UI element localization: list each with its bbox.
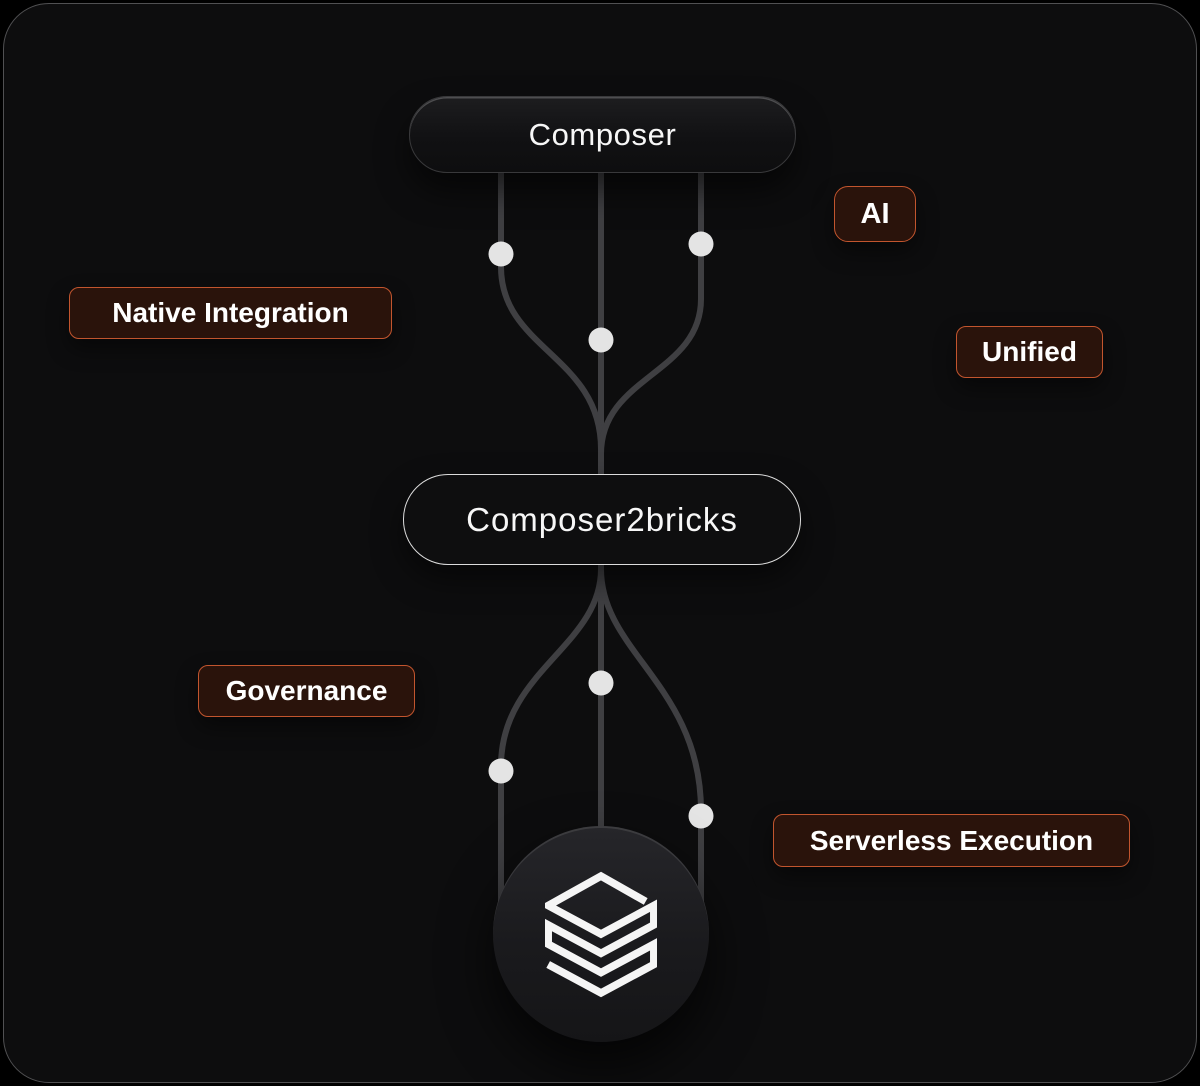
waypoint-dot <box>688 803 714 829</box>
wire-bottom-right <box>598 566 704 912</box>
waypoint-dot <box>688 231 714 257</box>
composer2bricks-node: Composer2bricks <box>403 474 801 565</box>
badge-native-integration: Native Integration <box>69 287 392 339</box>
connector-wires <box>488 168 714 912</box>
databricks-icon <box>545 871 657 997</box>
badge-unified: Unified <box>956 326 1103 378</box>
waypoint-dot <box>588 670 614 696</box>
composer2bricks-node-label: Composer2bricks <box>466 500 738 538</box>
badge-serverless-execution-label: Serverless Execution <box>809 824 1094 856</box>
connector-lines <box>498 168 704 912</box>
waypoint-dot <box>588 327 614 353</box>
badge-native-integration-label: Native Integration <box>112 297 349 328</box>
badge-ai: AI <box>834 186 916 242</box>
composer-node: Composer <box>409 96 796 173</box>
waypoint-dots <box>488 231 714 829</box>
waypoint-dot <box>488 758 514 784</box>
wire-top-left <box>498 168 604 452</box>
badge-ai-label: AI <box>860 197 890 230</box>
badge-governance: Governance <box>198 665 415 717</box>
composer-node-label: Composer <box>528 116 677 152</box>
wire-bottom-left <box>498 566 604 912</box>
diagram-panel: Composer Composer2bricks AI Native Integ… <box>3 3 1197 1083</box>
badge-unified-label: Unified <box>982 336 1077 367</box>
badge-governance-label: Governance <box>225 675 388 706</box>
badge-serverless-execution: Serverless Execution <box>773 814 1130 867</box>
databricks-node <box>493 826 709 1042</box>
waypoint-dot <box>488 241 514 267</box>
wire-top-right <box>598 168 704 457</box>
